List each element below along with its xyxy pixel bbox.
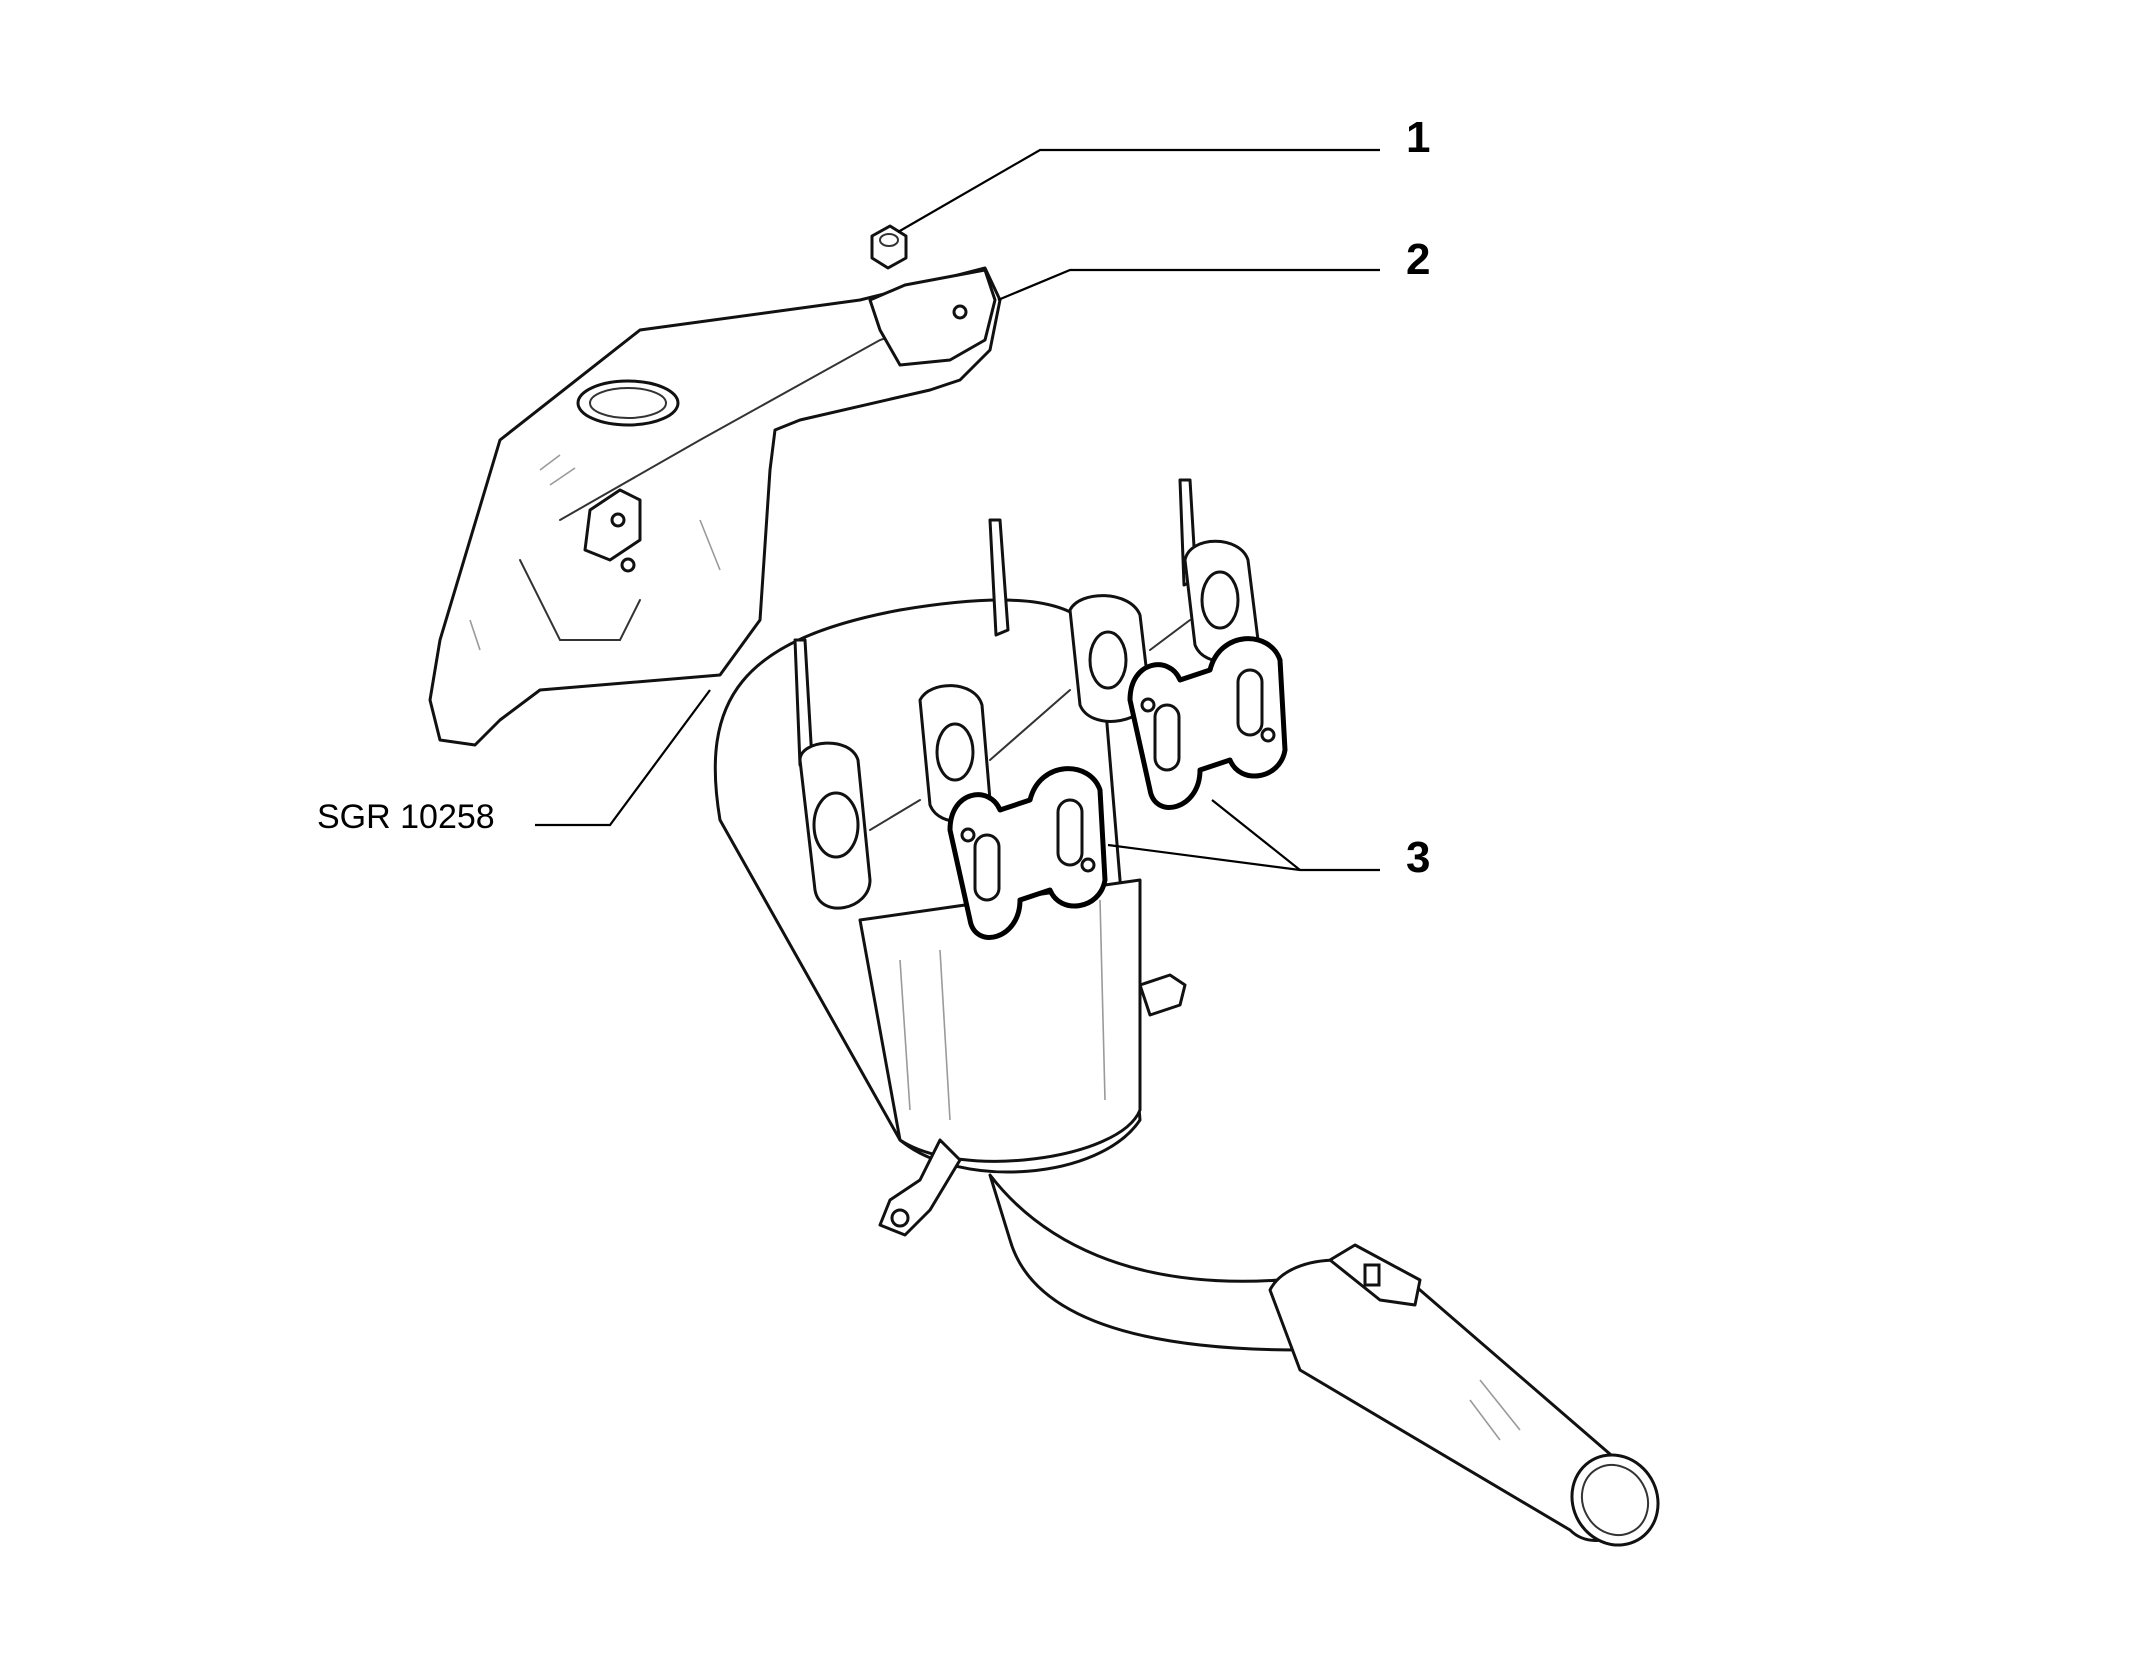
leader-line-2 [997, 268, 1380, 302]
gasket-left-part [947, 766, 1108, 940]
leader-line-ref [535, 689, 711, 827]
callout-number-3: 3 [1406, 833, 1431, 882]
callout-number-1: 1 [1406, 113, 1431, 162]
leader-line-3b [1211, 799, 1301, 871]
leader-line-3a [1107, 843, 1380, 872]
heat-shield-part [428, 266, 1002, 747]
downpipe-part [988, 1173, 1660, 1547]
reference-code-label: SGR 10258 [317, 798, 495, 836]
callout-number-2: 2 [1406, 235, 1431, 284]
nut-part [870, 224, 908, 270]
manifold-flanges-part [793, 478, 1260, 910]
leader-line-1 [897, 148, 1380, 233]
leader-lines [535, 148, 1380, 872]
gasket-right-part [1127, 636, 1288, 810]
